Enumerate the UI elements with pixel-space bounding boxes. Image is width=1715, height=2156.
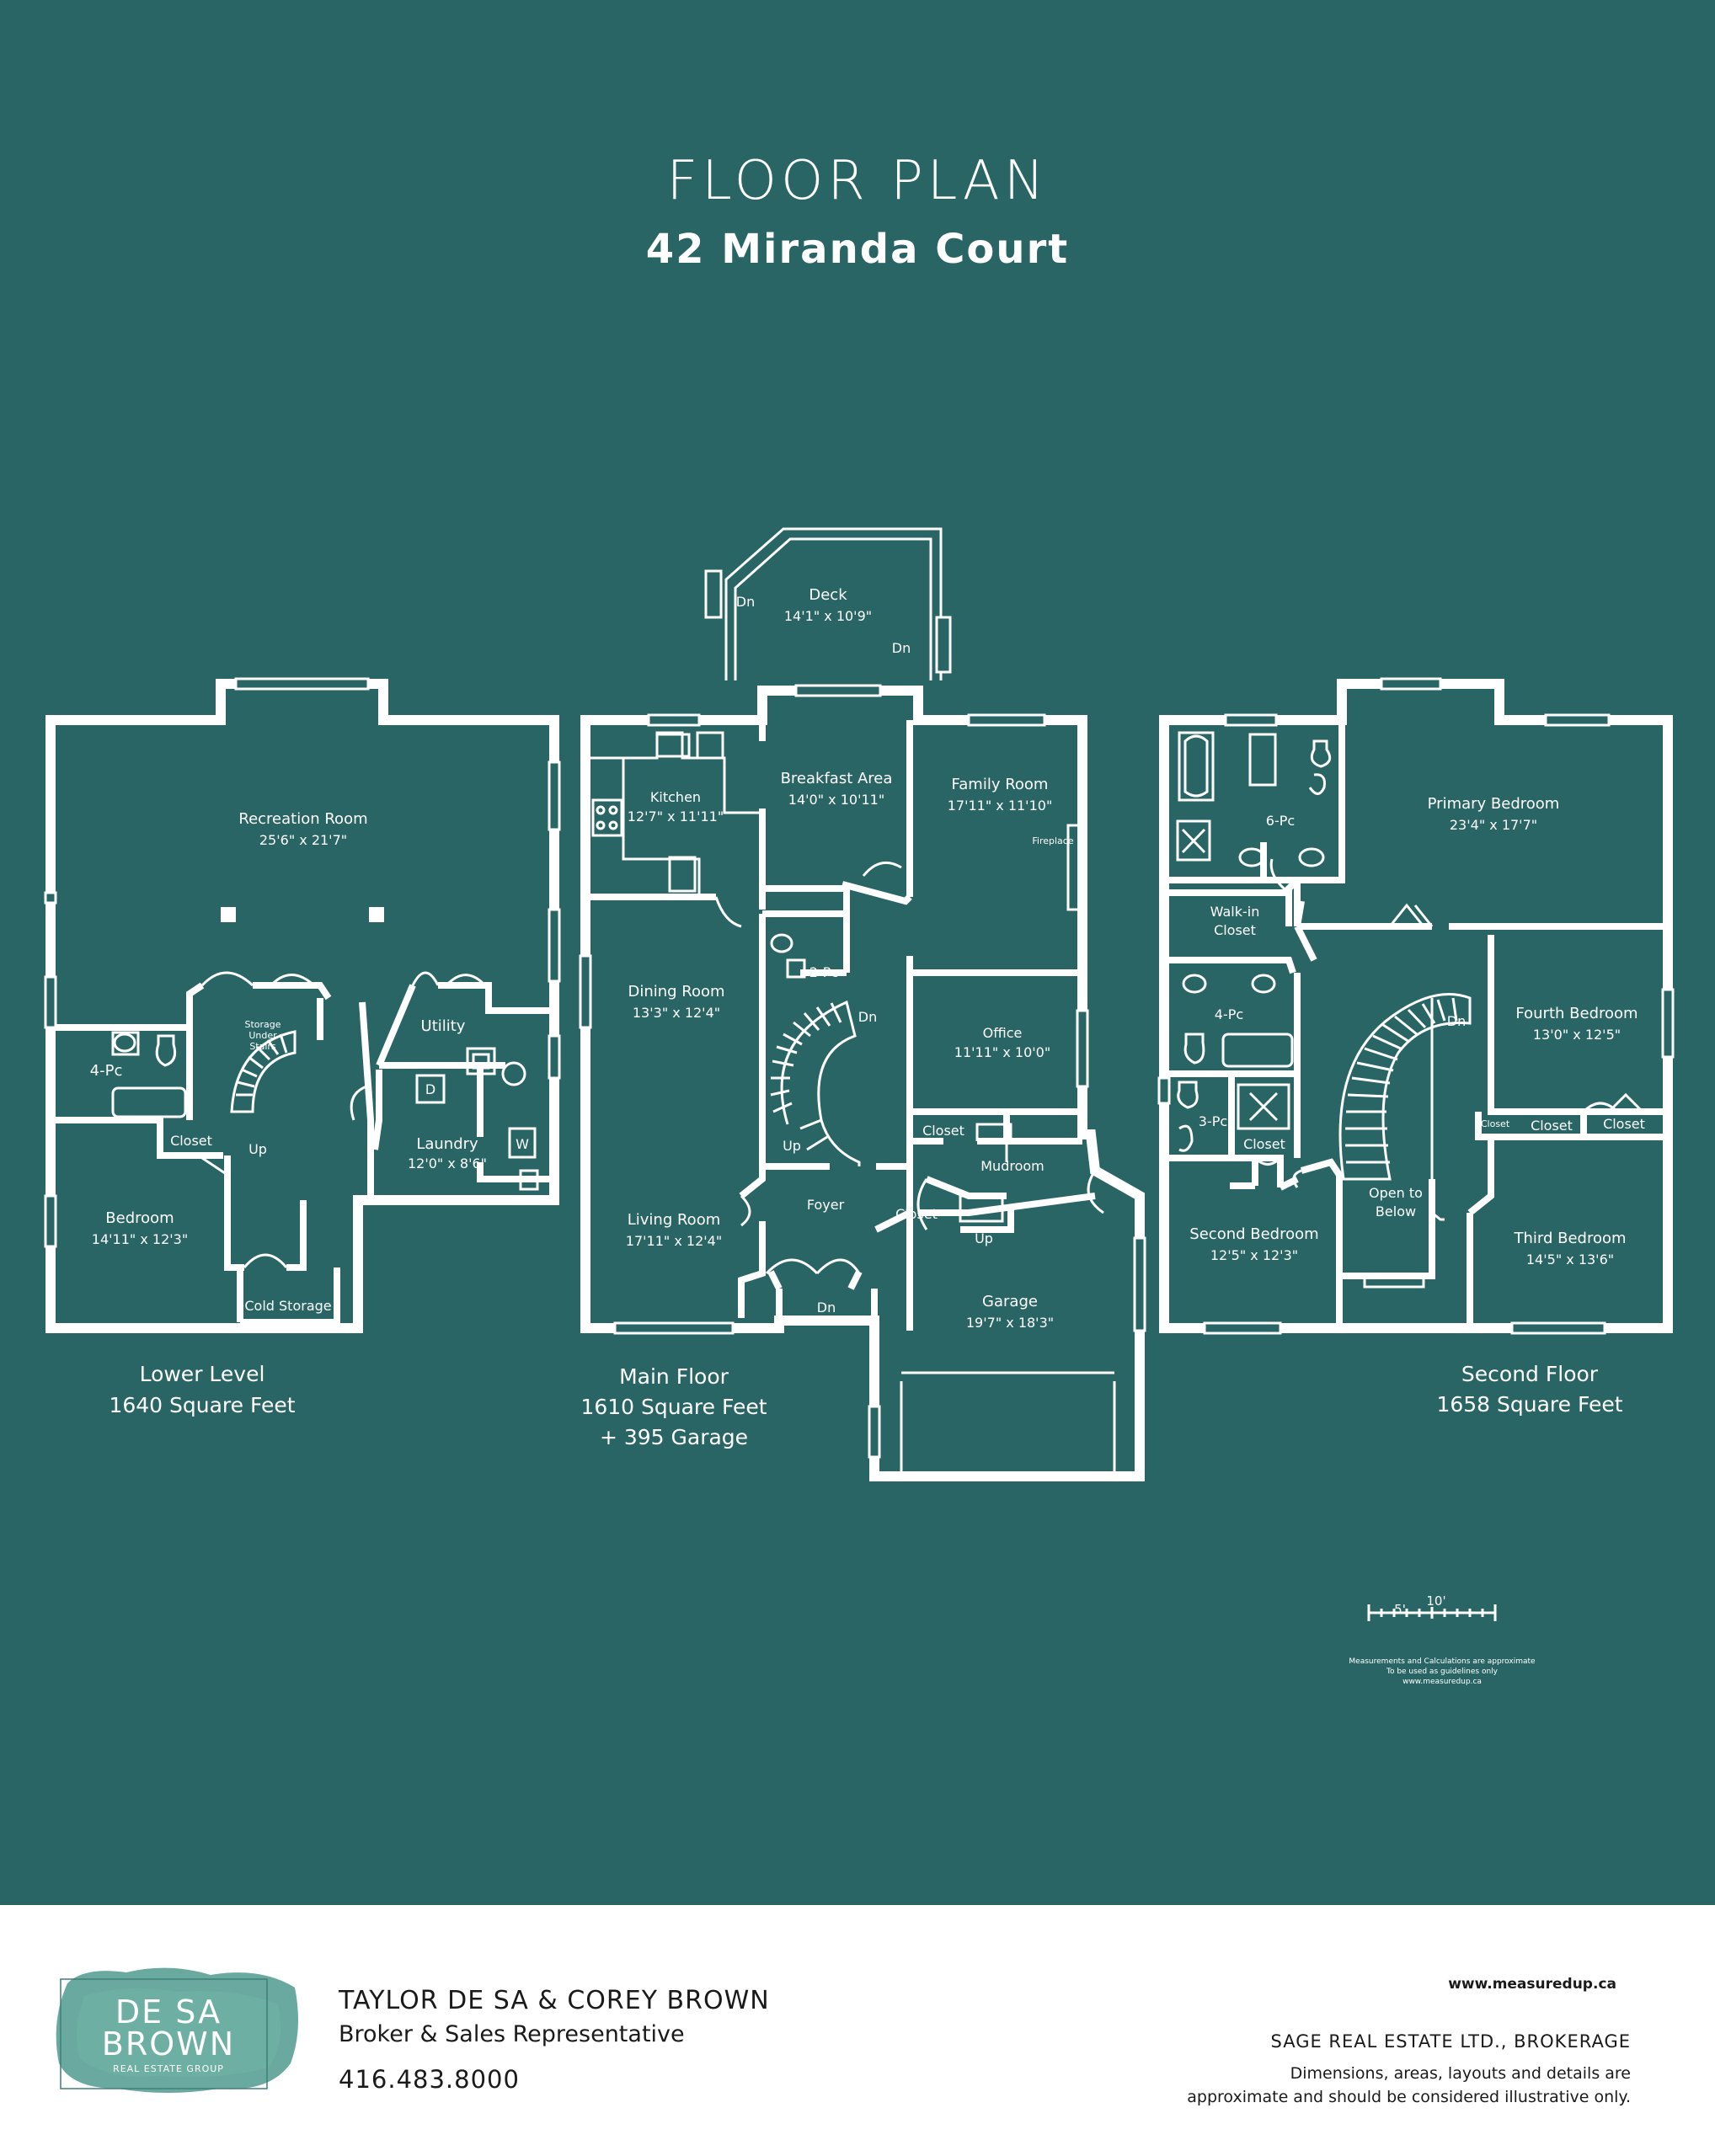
main-office-label: Office [983, 1025, 1023, 1041]
second-walkin-label-1: Walk-in [1210, 904, 1260, 920]
scale-note-3: www.measuredup.ca [1402, 1678, 1482, 1686]
logo-text-line2: BROWN [102, 2025, 235, 2063]
second-second-bedroom-label: Second Bedroom [1189, 1225, 1318, 1243]
main-kitchen-label: Kitchen [650, 789, 701, 805]
disclaimer-line1: Dimensions, areas, layouts and details a… [1290, 2064, 1631, 2083]
lower-stair-up-label: Up [248, 1141, 267, 1157]
main-family-room-dim: 17'11" x 11'10" [948, 798, 1053, 814]
de-sa-brown-logo: DE SA BROWN REAL ESTATE GROUP [56, 1967, 299, 2093]
main-foyer-dn-label: Dn [817, 1299, 836, 1315]
lower-storage-label-2: Under [248, 1030, 277, 1041]
lower-bath-label: 4-Pc [90, 1062, 123, 1080]
property-address: 42 Miranda Court [645, 226, 1070, 273]
second-small-closet-label: Closet [1481, 1118, 1510, 1129]
second-floor-plan: 6-Pc Walk-in Closet Primary Bedroom 23'4… [1157, 677, 1675, 1417]
lower-recreation-room-dim: 25'6" x 21'7" [259, 832, 347, 848]
lower-laundry-dim: 12'0" x 8'6" [408, 1155, 487, 1171]
lower-storage-label-3: Stairs [249, 1041, 276, 1052]
second-floor-area: 1658 Square Feet [1436, 1392, 1622, 1417]
main-family-room-label: Family Room [952, 776, 1049, 793]
main-dining-room-label: Dining Room [628, 983, 724, 1001]
scale-note-2: To be used as guidelines only [1386, 1668, 1499, 1676]
lower-bedroom-dim: 14'11" x 12'3" [92, 1231, 188, 1247]
main-garage-dim: 19'7" x 18'3" [966, 1315, 1054, 1331]
main-deck-label: Deck [809, 586, 847, 604]
floor-plan-area [0, 0, 1715, 1905]
lower-level-area: 1640 Square Feet [109, 1393, 295, 1417]
lower-level-plan: Recreation Room 25'6" x 21'7" Storage Un… [44, 677, 561, 1417]
second-fourth-bedroom-label: Fourth Bedroom [1515, 1005, 1638, 1022]
second-fourth-bedroom-dim: 13'0" x 12'5" [1533, 1027, 1621, 1043]
main-foyer-closet-label: Closet [895, 1206, 938, 1222]
lower-storage-label-1: Storage [244, 1019, 280, 1030]
brokerage-name: SAGE REAL ESTATE LTD., BROKERAGE [1270, 2031, 1631, 2052]
main-floor-garage-area: + 395 Garage [600, 1425, 748, 1449]
second-walkin-label-2: Closet [1214, 922, 1256, 938]
main-fireplace-label: Fireplace [1032, 835, 1073, 846]
logo-text-line1: DE SA [115, 1993, 222, 2031]
page-title: FLOOR PLAN [666, 150, 1049, 212]
second-third-bedroom-label: Third Bedroom [1513, 1230, 1626, 1247]
lower-closet-label: Closet [170, 1133, 212, 1149]
second-ensuite-label: 6-Pc [1266, 813, 1295, 829]
main-floor-plan: Deck 14'1" x 10'9" Dn Dn Breakfast Area … [579, 527, 1146, 1481]
main-foyer-label: Foyer [807, 1197, 845, 1213]
main-office-closet-label: Closet [922, 1123, 964, 1139]
main-floor-area: 1610 Square Feet [580, 1395, 767, 1419]
main-deck-dn-right: Dn [892, 640, 911, 656]
agent-names: TAYLOR DE SA & COREY BROWN [339, 1986, 770, 2015]
scale-bar: 5' 10' Measurements and Calculations are… [1349, 1593, 1536, 1686]
second-primary-bedroom-label: Primary Bedroom [1428, 795, 1560, 813]
lower-level-title: Lower Level [140, 1362, 265, 1386]
lower-cold-storage-label: Cold Storage [244, 1298, 331, 1314]
lower-utility-label: Utility [421, 1017, 466, 1035]
main-breakfast-label: Breakfast Area [781, 770, 893, 787]
scale-five-label: 5' [1394, 1602, 1406, 1617]
main-living-room-label: Living Room [628, 1211, 721, 1229]
second-fourth-closet2-label: Closet [1603, 1116, 1645, 1132]
main-dining-room-dim: 13'3" x 12'4" [633, 1005, 720, 1021]
main-kitchen-dim: 12'7" x 11'11" [628, 808, 724, 825]
lower-dryer-label: D [425, 1081, 435, 1097]
main-mudroom-label: Mudroom [980, 1158, 1044, 1174]
lower-laundry-label: Laundry [416, 1135, 478, 1153]
second-bath4-label: 4-Pc [1215, 1006, 1243, 1022]
floor-plans-diagram: Recreation Room 25'6" x 21'7" Storage Un… [44, 527, 1675, 1686]
second-bath3-label: 3-Pc [1199, 1113, 1227, 1129]
main-breakfast-dim: 14'0" x 10'11" [788, 792, 884, 808]
second-second-bedroom-dim: 12'5" x 12'3" [1210, 1247, 1298, 1263]
measuredup-website[interactable]: www.measuredup.ca [1448, 1976, 1616, 1993]
main-mudroom-up-label: Up [975, 1230, 993, 1246]
main-deck-dim: 14'1" x 10'9" [784, 608, 872, 624]
lower-bedroom-label: Bedroom [105, 1209, 174, 1227]
scale-ten-label: 10' [1426, 1593, 1445, 1609]
main-stair-dn-label: Dn [858, 1009, 877, 1025]
second-floor-title: Second Floor [1461, 1362, 1599, 1386]
main-living-room-dim: 17'11" x 12'4" [626, 1233, 722, 1249]
main-stair-up-label: Up [783, 1138, 801, 1154]
second-stair-dn-label: Dn [1447, 1013, 1466, 1029]
main-deck-dn-left: Dn [736, 594, 755, 610]
second-fourth-closet-label: Closet [1531, 1118, 1573, 1134]
second-open-below-label-1: Open to [1369, 1185, 1423, 1201]
main-floor-title: Main Floor [619, 1364, 729, 1389]
lower-recreation-room-label: Recreation Room [238, 810, 367, 828]
logo-text-line3: REAL ESTATE GROUP [113, 2063, 224, 2074]
main-office-dim: 11'11" x 10'0" [954, 1044, 1050, 1060]
second-open-below-label-2: Below [1376, 1203, 1416, 1219]
disclaimer-line2: approximate and should be considered ill… [1187, 2088, 1631, 2106]
second-primary-bedroom-dim: 23'4" x 17'7" [1450, 817, 1537, 833]
second-third-bedroom-dim: 14'5" x 13'6" [1526, 1251, 1614, 1267]
main-powder-label: 2-Pc [809, 964, 838, 980]
agent-phone[interactable]: 416.483.8000 [339, 2065, 520, 2094]
scale-note-1: Measurements and Calculations are approx… [1349, 1657, 1536, 1666]
lower-washer-label: W [516, 1136, 529, 1152]
main-garage-label: Garage [982, 1293, 1038, 1310]
second-bath-closet-label: Closet [1243, 1136, 1285, 1152]
agent-role: Broker & Sales Representative [339, 2021, 685, 2047]
